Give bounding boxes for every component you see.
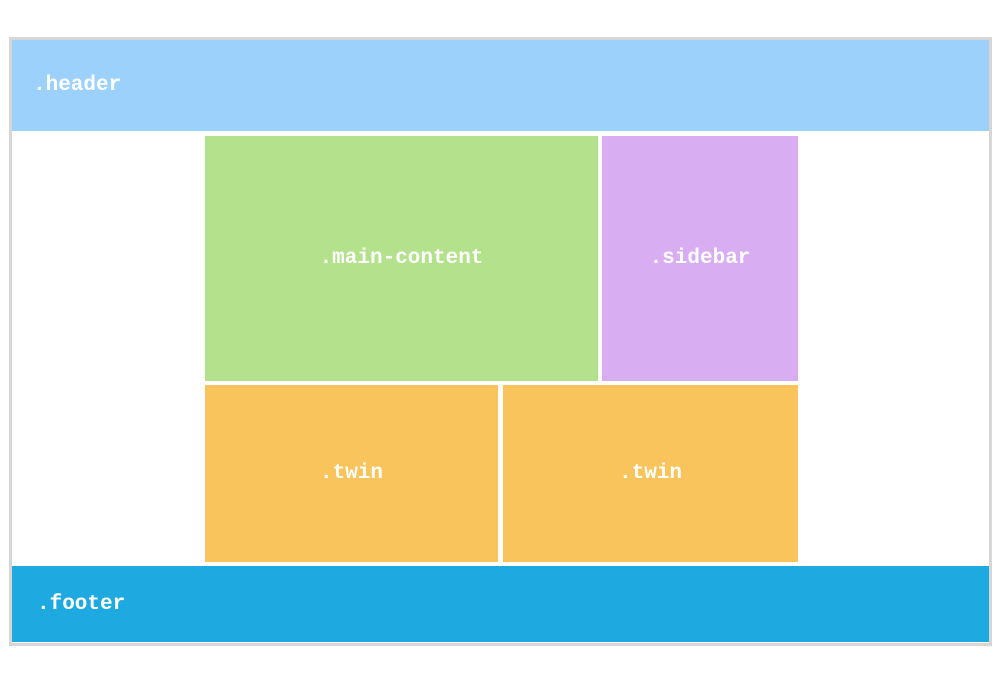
header-label: .header [33,74,122,97]
footer-label: .footer [37,592,126,616]
main-content-area: .main-content [205,136,598,381]
main-content-label: .main-content [319,247,484,270]
twin-area-2: .twin [503,385,798,562]
sidebar-area: .sidebar [602,136,798,381]
footer-area: .footer [12,566,989,642]
twin-area-1: .twin [205,385,498,562]
header-area: .header [12,40,989,131]
twin-label: .twin [618,462,682,485]
twin-label: .twin [319,462,383,485]
sidebar-label: .sidebar [649,247,751,270]
